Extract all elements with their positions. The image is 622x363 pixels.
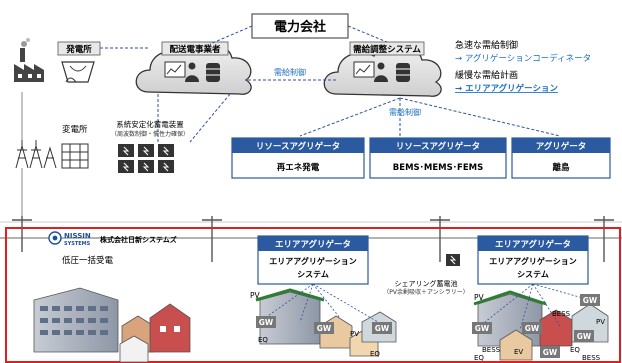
area-aggregator-body-line1: エリアアグリゲーション bbox=[489, 256, 576, 266]
gw-tag: GW bbox=[317, 324, 332, 333]
supply-demand-operator-icon bbox=[353, 61, 388, 82]
gw-tag: GW bbox=[375, 324, 390, 333]
distribution-operator-icon bbox=[164, 61, 199, 82]
low-voltage-label: 低圧一括受電 bbox=[62, 255, 114, 266]
area-aggregator-header: エリアアグリゲータ bbox=[275, 239, 351, 250]
pv-tag: PV bbox=[250, 291, 261, 300]
dam-icon bbox=[61, 61, 95, 83]
aggregator-island: アグリゲータ 離島 bbox=[511, 137, 611, 179]
bess-tag: BESS bbox=[582, 354, 601, 362]
substation-label: 変電所 bbox=[62, 124, 88, 135]
grid-storage-sub: （周波数制御・慣性力確保） bbox=[111, 130, 189, 138]
utility-pole bbox=[202, 216, 222, 262]
legend-fast-target: → アグリゲーションコーディネータ bbox=[455, 53, 591, 64]
gw-tag: GW bbox=[259, 318, 274, 327]
nissin-scope-frame bbox=[5, 227, 621, 363]
aggregator-body: BEMS･MEMS･FEMS bbox=[393, 163, 483, 173]
utility-pole bbox=[430, 216, 450, 262]
power-station-label-box bbox=[57, 41, 101, 56]
area-aggregator-body-line2: システム bbox=[297, 270, 329, 279]
distribution-database-icon bbox=[206, 63, 220, 82]
grid-storage-label: 系統安定化蓄電装置 bbox=[116, 119, 184, 129]
pv-tag: PV bbox=[350, 330, 359, 338]
supply-demand-database-icon bbox=[396, 63, 410, 82]
apartment-complex-illustration bbox=[33, 287, 191, 363]
nissin-company: 株式会社日新システムズ bbox=[100, 235, 177, 244]
utility-pole bbox=[594, 216, 614, 262]
area-aggregator-header: エリアアグリゲータ bbox=[495, 239, 571, 250]
legend-fast: 急速な需給制御 bbox=[455, 39, 518, 51]
control-links bbox=[100, 25, 561, 143]
community-1-links bbox=[264, 283, 379, 323]
utility-pole bbox=[12, 216, 32, 252]
aggregator-resource-bems: リソースアグリゲータ BEMS･MEMS･FEMS bbox=[369, 137, 507, 179]
aggregator-header: アグリゲータ bbox=[536, 141, 587, 152]
sharing-battery-icon bbox=[446, 254, 460, 266]
distribution-label: 配送電事業者 bbox=[169, 44, 221, 55]
aggregator-resource-renewable: リソースアグリゲータ 再エネ発電 bbox=[231, 137, 365, 179]
substation-tower-icon bbox=[15, 140, 57, 169]
nissin-logo bbox=[48, 231, 62, 245]
area-aggregator-2: エリアアグリゲータ エリアアグリゲーション システム bbox=[477, 235, 589, 285]
supply-control-label-2: 需給制御 bbox=[389, 107, 421, 117]
sharing-sub: （PV余剰吸収＋アンシラリー） bbox=[383, 288, 468, 296]
gw-tag-box bbox=[522, 322, 542, 334]
battery-bank-icon bbox=[118, 144, 174, 173]
bess-tag: BESS bbox=[482, 346, 501, 354]
eq-tag: EQ bbox=[370, 350, 380, 358]
gw-tag: GW bbox=[475, 324, 490, 333]
gw-tag-box bbox=[372, 322, 392, 334]
sharing-label: シェアリング蓄電池 bbox=[395, 279, 458, 288]
gw-tag: GW bbox=[543, 348, 558, 357]
gw-tag-box bbox=[574, 330, 594, 342]
area-aggregator-body-line2: システム bbox=[517, 270, 549, 279]
aggregator-body: 再エネ発電 bbox=[277, 162, 320, 173]
area-aggregator-body-line1: エリアアグリゲーション bbox=[269, 256, 356, 266]
power-station-label: 発電所 bbox=[65, 44, 92, 55]
aggregator-header: リソースアグリゲータ bbox=[256, 141, 340, 152]
area-aggregator-1: エリアアグリゲータ エリアアグリゲーション システム bbox=[257, 235, 369, 285]
eq-tag: EQ bbox=[570, 346, 580, 354]
ev-tag: EV bbox=[514, 348, 523, 356]
gw-tag-box bbox=[256, 316, 276, 328]
supply-demand-label: 需給調整システム bbox=[353, 44, 421, 55]
gw-tag: GW bbox=[583, 296, 598, 305]
nissin-logo-top: NISSIN bbox=[64, 232, 91, 240]
aggregator-body: 離島 bbox=[552, 162, 570, 173]
gw-tag-box bbox=[314, 322, 334, 334]
legend-slow: 緩慢な需給計画 bbox=[455, 69, 518, 81]
distribution-label-box bbox=[161, 41, 229, 56]
eq-tag: EQ bbox=[258, 336, 268, 344]
pv-tag: PV bbox=[596, 318, 605, 326]
factory-icon bbox=[14, 38, 44, 82]
pv-tag: PV bbox=[474, 293, 485, 302]
eq-tag: EQ bbox=[474, 354, 484, 362]
gw-tag-box bbox=[540, 346, 560, 358]
supply-control-label-1: 需給制御 bbox=[274, 67, 306, 77]
aggregator-header: リソースアグリゲータ bbox=[396, 141, 480, 152]
nissin-logo-bottom: SYSTEMS bbox=[64, 241, 91, 247]
gw-tag-box bbox=[580, 294, 600, 306]
bess-tag: BESS bbox=[552, 310, 571, 318]
gw-tag: GW bbox=[577, 332, 592, 341]
gw-tag-box bbox=[472, 322, 492, 334]
legend-slow-target: → エリアアグリゲーション bbox=[455, 83, 558, 94]
power-company-title: 電力会社 bbox=[274, 19, 326, 35]
transformer-icon bbox=[61, 143, 89, 169]
gw-tag: GW bbox=[525, 324, 540, 333]
